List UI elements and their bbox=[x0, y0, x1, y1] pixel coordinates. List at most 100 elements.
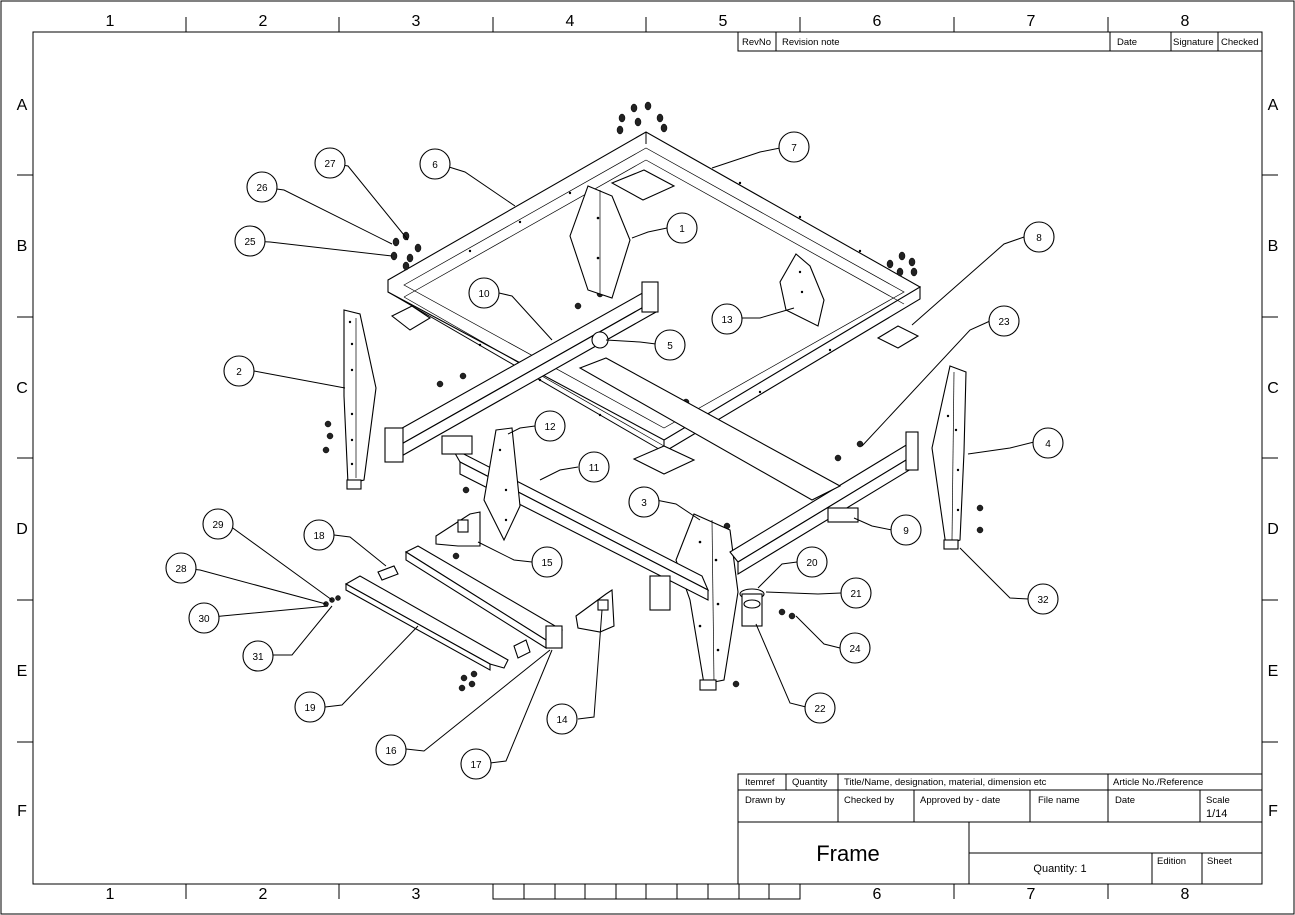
callout-22: 22 bbox=[804, 692, 836, 724]
callout-25-label: 25 bbox=[244, 237, 256, 248]
callout-12: 12 bbox=[534, 410, 566, 442]
callout-30-label: 30 bbox=[198, 614, 210, 625]
callout-4-label: 4 bbox=[1045, 439, 1051, 450]
callout-24-label: 24 bbox=[849, 644, 861, 655]
zone-row-b-right: B bbox=[1268, 238, 1279, 255]
callout-18-label: 18 bbox=[313, 531, 325, 542]
bottom-ruler bbox=[492, 883, 801, 900]
leg-part-4 bbox=[931, 365, 967, 550]
callout-11: 11 bbox=[578, 451, 610, 483]
callout-18: 18 bbox=[303, 519, 335, 551]
zone-row-f-right: F bbox=[1268, 803, 1278, 820]
quantity-value: Quantity: 1 bbox=[1033, 863, 1086, 875]
callout-1-label: 1 bbox=[679, 224, 685, 235]
zone-row-b-left: B bbox=[17, 238, 28, 255]
zone-col-3-bottom: 3 bbox=[412, 886, 421, 903]
callout-27-label: 27 bbox=[324, 159, 336, 170]
callout-31: 31 bbox=[242, 640, 274, 672]
drawing-title: Frame bbox=[816, 841, 880, 866]
callout-4: 4 bbox=[1032, 427, 1064, 459]
leg-part-2 bbox=[343, 309, 377, 490]
zone-row-d-right: D bbox=[1267, 521, 1279, 538]
zone-labels-right: A B C D E F bbox=[1267, 97, 1279, 820]
zone-labels-bottom: 1 2 3 6 7 8 bbox=[106, 886, 1190, 903]
callout-19-label: 19 bbox=[304, 703, 316, 714]
zone-col-1-top: 1 bbox=[106, 13, 115, 30]
callout-21: 21 bbox=[840, 577, 872, 609]
callout-23: 23 bbox=[988, 305, 1020, 337]
callout-8-label: 8 bbox=[1036, 233, 1042, 244]
callout-2-label: 2 bbox=[236, 367, 242, 378]
zone-col-3-top: 3 bbox=[412, 13, 421, 30]
zone-col-7-bottom: 7 bbox=[1027, 886, 1036, 903]
foot-assembly bbox=[591, 331, 765, 627]
callout-3: 3 bbox=[628, 486, 660, 518]
callout-16-label: 16 bbox=[385, 746, 397, 757]
callout-9-label: 9 bbox=[903, 526, 909, 537]
date-label: Date bbox=[1115, 795, 1135, 806]
callout-7-label: 7 bbox=[791, 143, 797, 154]
callout-27: 27 bbox=[314, 147, 346, 179]
callout-28: 28 bbox=[165, 552, 197, 584]
quantity-header: Quantity bbox=[792, 777, 828, 788]
callout-8: 8 bbox=[1023, 221, 1055, 253]
exploded-view: 1 2 3 4 5 6 7 8 9 10 11 12 13 14 15 16 1… bbox=[165, 101, 1064, 780]
callout-20: 20 bbox=[796, 546, 828, 578]
scale-value: 1/14 bbox=[1206, 808, 1227, 820]
zone-labels-left: A B C D E F bbox=[16, 97, 28, 820]
callout-15-label: 15 bbox=[541, 558, 553, 569]
callout-16: 16 bbox=[375, 734, 407, 766]
callout-32-label: 32 bbox=[1037, 595, 1049, 606]
leg-part-3 bbox=[675, 513, 739, 691]
callout-26: 26 bbox=[246, 171, 278, 203]
callout-14-label: 14 bbox=[556, 715, 568, 726]
zone-col-1-bottom: 1 bbox=[106, 886, 115, 903]
zone-row-e-left: E bbox=[17, 663, 28, 680]
zone-row-e-right: E bbox=[1268, 663, 1279, 680]
approved-by-label: Approved by - date bbox=[920, 795, 1000, 806]
rev-checked-header: Checked bbox=[1221, 37, 1259, 48]
rev-signature-header: Signature bbox=[1173, 37, 1214, 48]
zone-row-d-left: D bbox=[16, 521, 28, 538]
callout-21-label: 21 bbox=[850, 589, 862, 600]
drawn-by-label: Drawn by bbox=[745, 795, 785, 806]
title-name-header: Title/Name, designation, material, dimen… bbox=[844, 777, 1047, 788]
callout-10-label: 10 bbox=[478, 289, 490, 300]
gusset-plates bbox=[435, 253, 825, 633]
edition-label: Edition bbox=[1157, 856, 1186, 867]
zone-labels-top: 1 2 3 4 5 6 7 8 bbox=[106, 13, 1190, 30]
callout-31-label: 31 bbox=[252, 652, 264, 663]
callout-25: 25 bbox=[234, 225, 266, 257]
callout-14: 14 bbox=[546, 703, 578, 735]
callout-3-label: 3 bbox=[641, 498, 647, 509]
zone-row-f-left: F bbox=[17, 803, 27, 820]
rev-no-header: RevNo bbox=[742, 37, 771, 48]
zone-row-a-left: A bbox=[17, 97, 28, 114]
zone-col-4-top: 4 bbox=[566, 13, 575, 30]
callout-29: 29 bbox=[202, 508, 234, 540]
callout-22-label: 22 bbox=[814, 704, 826, 715]
zone-col-2-bottom: 2 bbox=[259, 886, 268, 903]
lower-rails bbox=[344, 545, 564, 671]
zone-col-6-bottom: 6 bbox=[873, 886, 882, 903]
callout-17-label: 17 bbox=[470, 760, 482, 771]
leader-lines bbox=[180, 147, 1035, 764]
itemref-header: Itemref bbox=[745, 777, 775, 788]
callout-5: 5 bbox=[654, 329, 686, 361]
file-name-label: File name bbox=[1038, 795, 1080, 806]
zone-row-a-right: A bbox=[1268, 97, 1279, 114]
revision-note-header: Revision note bbox=[782, 37, 840, 48]
callout-13-label: 13 bbox=[721, 315, 733, 326]
callout-6-label: 6 bbox=[432, 160, 438, 171]
callout-9: 9 bbox=[890, 514, 922, 546]
callout-28-label: 28 bbox=[175, 564, 187, 575]
rev-date-header: Date bbox=[1117, 37, 1137, 48]
callout-19: 19 bbox=[294, 691, 326, 723]
callout-29-label: 29 bbox=[212, 520, 224, 531]
title-block: Itemref Quantity Title/Name, designation… bbox=[737, 773, 1263, 885]
article-no-header: Article No./Reference bbox=[1113, 777, 1203, 788]
callout-11-label: 11 bbox=[589, 463, 600, 474]
sheet-label: Sheet bbox=[1207, 856, 1232, 867]
